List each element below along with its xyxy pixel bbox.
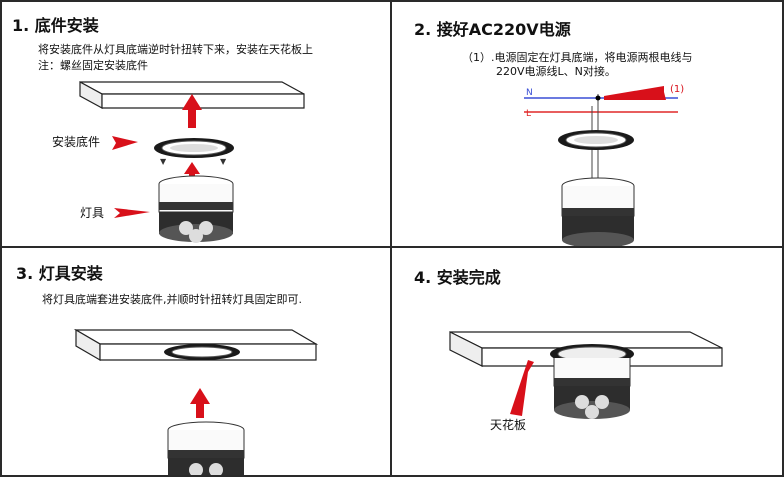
panel-install-complete: 4. 安装完成 天花板 [392, 248, 782, 475]
label-lamp: 灯具 [80, 206, 105, 220]
panel-2-title: 2. 接好AC220V电源 [414, 20, 571, 39]
panel-2-illustration [524, 86, 678, 246]
grid-horizontal [0, 246, 784, 248]
grid-vertical [390, 0, 392, 477]
panel-3-desc-line1: 将灯具底端套进安装底件,并顺时针扭转灯具固定即可. [42, 293, 302, 306]
panel-1-desc-line1: 将安装底件从灯具底端逆时针扭转下来，安装在天花板上 [38, 43, 313, 56]
panel-power-connect: 2. 接好AC220V电源 （1）.电源固定在灯具底端，将电源两根电线与 220… [392, 2, 782, 246]
panel-2-desc-line1: （1）.电源固定在灯具底端，将电源两根电线与 [462, 51, 693, 64]
grid-bottom [0, 475, 784, 477]
label-ceiling: 天花板 [490, 418, 527, 432]
svg-text:▼: ▼ [160, 157, 167, 166]
panel-4-illustration [449, 331, 723, 419]
panel-4-title: 4. 安装完成 [414, 268, 501, 287]
wire-n-label: N [526, 88, 533, 98]
panel-1-illustration: ▼ ▼ [79, 80, 305, 243]
wire-l-label: L [526, 109, 532, 119]
panel-3-illustration [73, 328, 319, 475]
panel-2-desc-line2: 220V电源线L、N对接。 [496, 65, 616, 78]
grid-top [0, 0, 784, 2]
label-mounting-base: 安装底件 [52, 135, 101, 149]
panel-lamp-install: 3. 灯具安装 将灯具底端套进安装底件,并顺时针扭转灯具固定即可. [2, 248, 390, 475]
svg-text:▼: ▼ [220, 157, 227, 166]
marker-1: (1) [670, 84, 685, 95]
panel-3-title: 3. 灯具安装 [16, 264, 103, 283]
grid-left [0, 0, 2, 477]
panel-1-title: 1. 底件安装 [12, 16, 99, 35]
panel-1-desc-line2: 注：螺丝固定安装底件 [38, 59, 148, 72]
panel-base-install: 1. 底件安装 将安装底件从灯具底端逆时针扭转下来，安装在天花板上 注：螺丝固定… [2, 2, 390, 246]
grid-right [782, 0, 784, 477]
